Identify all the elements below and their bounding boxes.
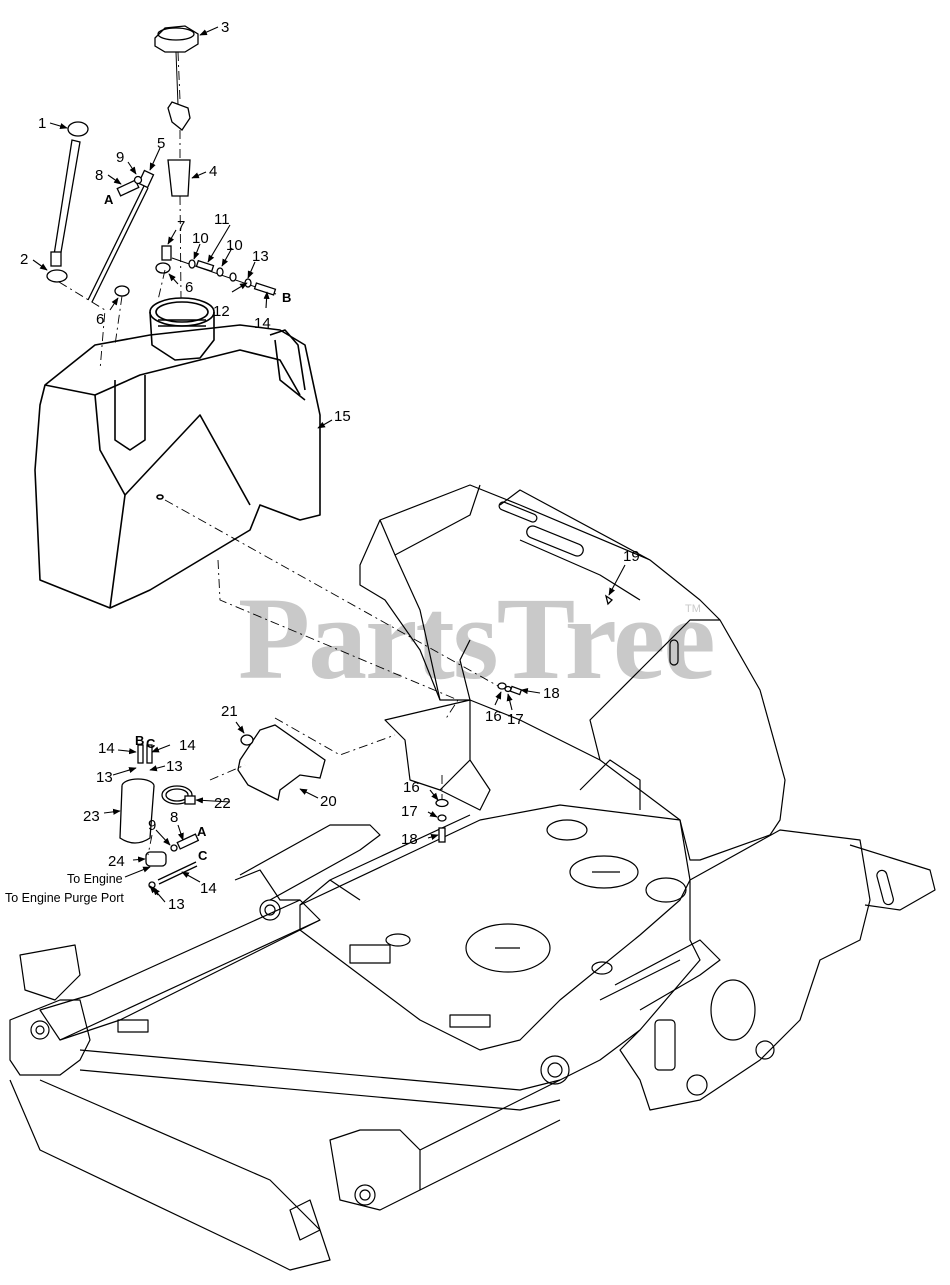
part-9-clamp-top <box>133 175 143 185</box>
callout-6-left: 6 <box>96 311 104 328</box>
callout-11: 11 <box>214 211 230 228</box>
callout-3: 3 <box>221 19 229 36</box>
connector-a-bottom: A <box>197 824 207 839</box>
callout-13-canister-left: 13 <box>96 769 113 786</box>
callout-5: 5 <box>157 135 165 152</box>
watermark-trademark: TM <box>685 603 701 615</box>
callout-6-right: 6 <box>185 279 193 296</box>
part-24-filter <box>145 833 200 889</box>
callout-labels: 1 2 3 4 5 6 6 7 8 8 9 9 10 10 11 12 13 1… <box>20 19 640 913</box>
callout-13-bottom: 13 <box>168 896 185 913</box>
callout-9-top: 9 <box>116 149 124 166</box>
callout-16-lower: 16 <box>403 779 420 796</box>
mower-frame <box>9 484 936 1271</box>
callout-8-bottom: 8 <box>170 809 178 826</box>
callout-16-right: 16 <box>485 708 502 725</box>
callout-1: 1 <box>38 115 46 132</box>
part-6-grommet-right <box>155 262 171 274</box>
callout-14-canister-right: 14 <box>179 737 196 754</box>
part-7-fitting <box>161 245 172 261</box>
assembly-guide-lines <box>58 51 499 856</box>
callout-12: 12 <box>213 303 230 320</box>
note-to-engine: To Engine <box>67 872 123 886</box>
callout-18-right: 18 <box>543 685 560 702</box>
leader-arrows <box>32 26 626 903</box>
part-3-fuel-cap <box>154 25 199 131</box>
connector-c-bottom: C <box>198 848 208 863</box>
callout-14-top: 14 <box>254 315 271 332</box>
callout-8-top: 8 <box>95 167 103 184</box>
part-21-nut <box>240 734 254 746</box>
part-23-canister <box>119 744 155 844</box>
callout-2: 2 <box>20 251 28 268</box>
callout-13-top: 13 <box>252 248 269 265</box>
part-2-grommet <box>46 269 68 283</box>
watermark-text: PartsTree <box>238 573 714 704</box>
callout-18-lower: 18 <box>401 831 418 848</box>
callout-17-right: 17 <box>507 711 524 728</box>
part-20-bracket <box>237 724 326 801</box>
callout-10-left: 10 <box>192 230 209 247</box>
connector-letters: A A B B C C <box>104 192 291 863</box>
callout-7: 7 <box>177 218 185 235</box>
callout-10-right: 10 <box>226 237 243 254</box>
part-4-filter <box>167 159 191 197</box>
part-6-grommet-left <box>114 285 130 297</box>
callout-4: 4 <box>209 163 217 180</box>
part-5-vent-valve <box>87 169 155 303</box>
part-19-screw <box>604 594 614 606</box>
connector-c-canister: C <box>146 736 156 751</box>
routing-notes: To Engine To Engine Purge Port <box>5 872 124 905</box>
callout-9-bottom: 9 <box>148 817 156 834</box>
callout-22: 22 <box>214 795 231 812</box>
callout-14-canister-left: 14 <box>98 740 115 757</box>
part-22-clamp <box>161 785 196 805</box>
connector-b-top: B <box>282 290 291 305</box>
callout-14-bottom: 14 <box>200 880 217 897</box>
callout-24: 24 <box>108 853 125 870</box>
note-to-engine-purge-port: To Engine Purge Port <box>5 891 124 905</box>
part-16-18-hardware-right <box>497 682 523 696</box>
connector-b-canister: B <box>135 733 144 748</box>
callout-19: 19 <box>623 548 640 565</box>
part-1-fuel-gauge <box>50 121 89 267</box>
callout-15: 15 <box>334 408 351 425</box>
callout-17-lower: 17 <box>401 803 418 820</box>
fuel-tank <box>34 297 321 609</box>
connector-a-top: A <box>104 192 114 207</box>
callout-21: 21 <box>221 703 238 720</box>
callout-23: 23 <box>83 808 100 825</box>
callout-20: 20 <box>320 793 337 810</box>
callout-13-canister-right: 13 <box>166 758 183 775</box>
